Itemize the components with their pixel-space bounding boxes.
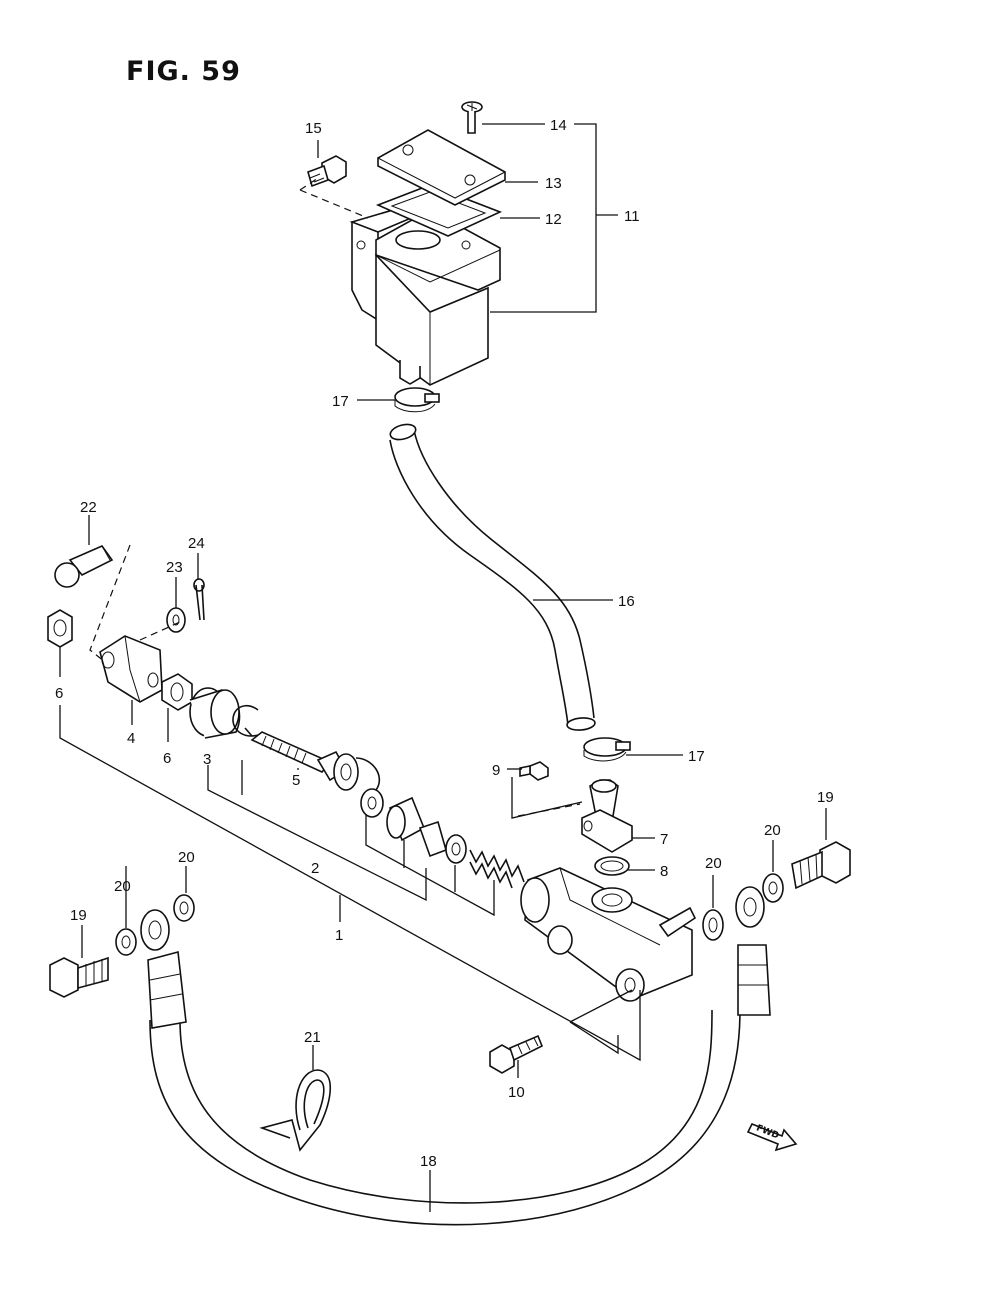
clevis-nut — [47, 609, 73, 648]
callout-labels: 1 2 3 4 5 6 6 7 8 9 10 11 12 13 14 15 16… — [55, 117, 834, 1170]
fitting-screw — [519, 761, 549, 781]
callout-16: 16 — [618, 593, 635, 610]
callout-6-locknut: 6 — [163, 750, 171, 767]
o-ring — [594, 856, 630, 876]
callout-1: 1 — [335, 927, 343, 944]
circlip — [232, 704, 259, 737]
callout-11: 11 — [624, 208, 640, 225]
callout-23: 23 — [166, 559, 183, 576]
mounting-bolt — [489, 1034, 544, 1074]
callout-3: 3 — [203, 751, 211, 768]
diaphragm-plate — [375, 184, 503, 237]
callout-8: 8 — [660, 863, 668, 880]
piston-assembly — [360, 788, 525, 889]
leader-lines — [59, 123, 827, 1212]
hose-clamp-upper — [394, 387, 440, 413]
callout-21: 21 — [304, 1029, 321, 1046]
callout-20-left-lower: 20 — [114, 878, 131, 895]
figure-title: FIG. 59 — [126, 56, 241, 87]
callout-20-right-upper: 20 — [764, 822, 781, 839]
clevis-pin — [54, 545, 114, 588]
reservoir-hose — [389, 423, 596, 731]
callout-4: 4 — [127, 730, 135, 747]
callout-9: 9 — [492, 762, 500, 779]
callout-10: 10 — [508, 1084, 525, 1101]
callout-17-upper: 17 — [332, 393, 349, 410]
master-cylinder-body — [520, 867, 697, 1002]
reservoir-tank — [375, 209, 501, 386]
clutch-hose — [140, 886, 771, 1226]
callout-2: 2 — [311, 860, 319, 877]
clevis-washer — [166, 607, 186, 633]
callout-12: 12 — [545, 211, 562, 228]
callout-20-right-lower: 20 — [705, 855, 722, 872]
callout-7: 7 — [660, 831, 668, 848]
callout-22: 22 — [80, 499, 97, 516]
callout-19-left: 19 — [70, 907, 87, 924]
push-rod — [250, 731, 381, 797]
sealing-washers — [115, 873, 784, 956]
callout-19-right: 19 — [817, 789, 834, 806]
callout-6-nut: 6 — [55, 685, 63, 702]
hose-fitting-connector — [581, 779, 633, 853]
cotter-pin — [193, 578, 205, 621]
hose-clip — [259, 1069, 331, 1152]
dust-boot — [189, 687, 241, 739]
reservoir-cap — [377, 129, 506, 206]
clevis — [99, 635, 163, 703]
lock-nut — [161, 673, 193, 711]
callout-14: 14 — [550, 117, 567, 134]
banjo-bolt-right — [791, 841, 851, 890]
callout-13: 13 — [545, 175, 562, 192]
callout-18: 18 — [420, 1153, 437, 1170]
forward-direction-arrow: FWD — [746, 1122, 798, 1152]
callout-20-left-upper: 20 — [178, 849, 195, 866]
banjo-bolt-left — [49, 956, 109, 998]
callout-5: 5 — [292, 772, 300, 789]
callout-24: 24 — [188, 535, 205, 552]
hose-clamp-lower — [583, 737, 631, 762]
cap-screw — [461, 101, 483, 134]
callout-15: 15 — [305, 120, 322, 137]
callout-17-lower: 17 — [688, 748, 705, 765]
